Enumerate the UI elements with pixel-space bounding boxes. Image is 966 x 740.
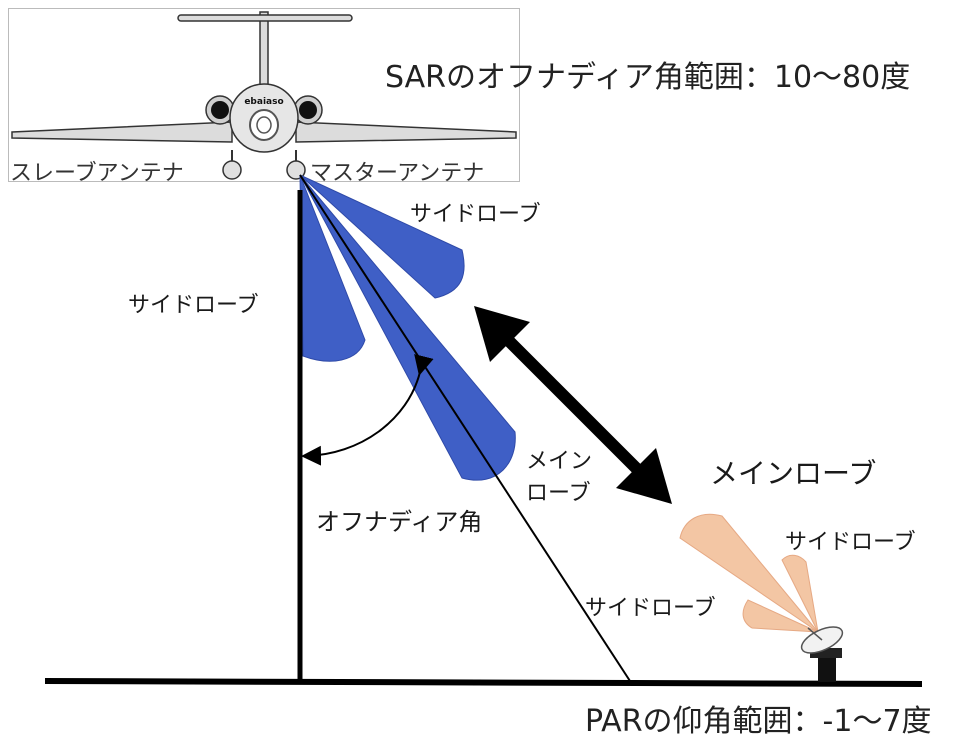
fuselage-marking: ebaiaso [244,97,283,107]
sar-main-lobe-label-line2: ローブ [526,481,591,506]
par-antenna [800,626,844,682]
double-arrow [474,306,672,504]
par-side-lobe-upper [781,554,819,633]
par-side-lobe-upper-label: サイドローブ [785,530,916,555]
par-lobes [679,513,819,633]
sar-side-lobe-left-label: サイドローブ [128,293,259,318]
par-main-lobe [679,513,819,633]
off-nadir-angle-label: オフナディア角 [316,508,483,536]
par-side-lobe-lower [742,599,819,633]
par-range-title: PARの仰角範囲：-1～7度 [585,704,932,739]
slave-antenna-label: スレーブアンテナ [10,161,184,186]
slant-line [299,174,631,682]
par-side-lobe-lower-label: サイドローブ [585,596,716,621]
sar-main-lobe-label-line1: メイン [526,449,593,474]
sar-lobes [299,174,516,481]
ground-line [44,678,923,687]
master-antenna-label: マスターアンテナ [310,161,485,186]
sar-main-lobe [299,174,516,481]
sar-main-lobe-label: メイン ローブ [526,446,592,510]
sar-range-title: SARのオフナディア角範囲：10～80度 [385,60,911,95]
par-main-lobe-label: メインローブ [710,457,877,490]
sar-side-lobe-right [299,174,465,299]
aircraft-illustration [11,11,517,180]
sar-side-lobe-right-label: サイドローブ [410,202,541,227]
off-nadir-arc [301,354,434,466]
